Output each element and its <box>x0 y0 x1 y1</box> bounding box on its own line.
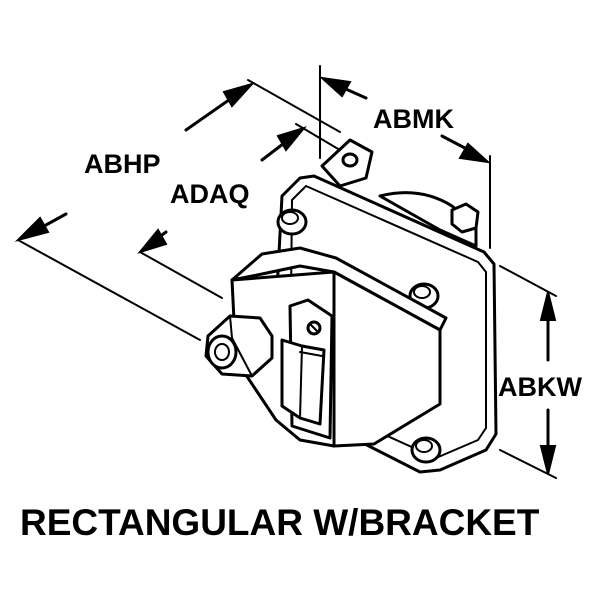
dimension-abmk: ABMK <box>318 65 492 249</box>
corner-screw-bottom-right <box>410 436 442 464</box>
abhp-label: ABHP <box>84 149 161 179</box>
abmk-arrowhead-left <box>318 76 352 98</box>
adaq-arrowhead-upper <box>276 126 307 152</box>
abkw-label: ABKW <box>498 372 582 402</box>
bracket-hole <box>341 152 359 168</box>
rear-nut <box>450 202 480 234</box>
dimension-abhp: ABHP <box>14 79 341 341</box>
housing-top-face <box>230 246 448 332</box>
abkw-extension-line-bottom <box>499 449 557 479</box>
abhp-extension-line-bottom <box>17 239 201 341</box>
abkw-arrowhead-bottom <box>539 445 557 475</box>
actuator-plunger <box>204 314 274 378</box>
adaq-label: ADAQ <box>170 179 250 209</box>
dimension-adaq: ADAQ <box>137 123 351 299</box>
adaq-extension-line-bottom <box>139 251 223 299</box>
plunger-face <box>206 334 238 370</box>
abhp-arrowhead-lower <box>14 216 50 242</box>
mounting-bracket <box>320 138 374 188</box>
drawing-caption: RECTANGULAR W/BRACKET <box>20 502 540 543</box>
abkw-extension-line-top <box>499 265 557 297</box>
abhp-extension-line-top <box>247 79 341 133</box>
abmk-label: ABMK <box>373 104 454 134</box>
terminal-block <box>280 298 334 440</box>
rear-cover <box>378 191 478 248</box>
dimension-abkw: ABKW <box>498 265 582 479</box>
abmk-arrowhead-right <box>458 142 492 164</box>
adaq-arrowhead-lower <box>137 228 168 254</box>
abhp-arrowhead-upper <box>222 82 256 108</box>
corner-screw-top-left <box>276 208 308 236</box>
switch-body <box>204 138 498 474</box>
abkw-arrowhead-top <box>539 291 557 321</box>
